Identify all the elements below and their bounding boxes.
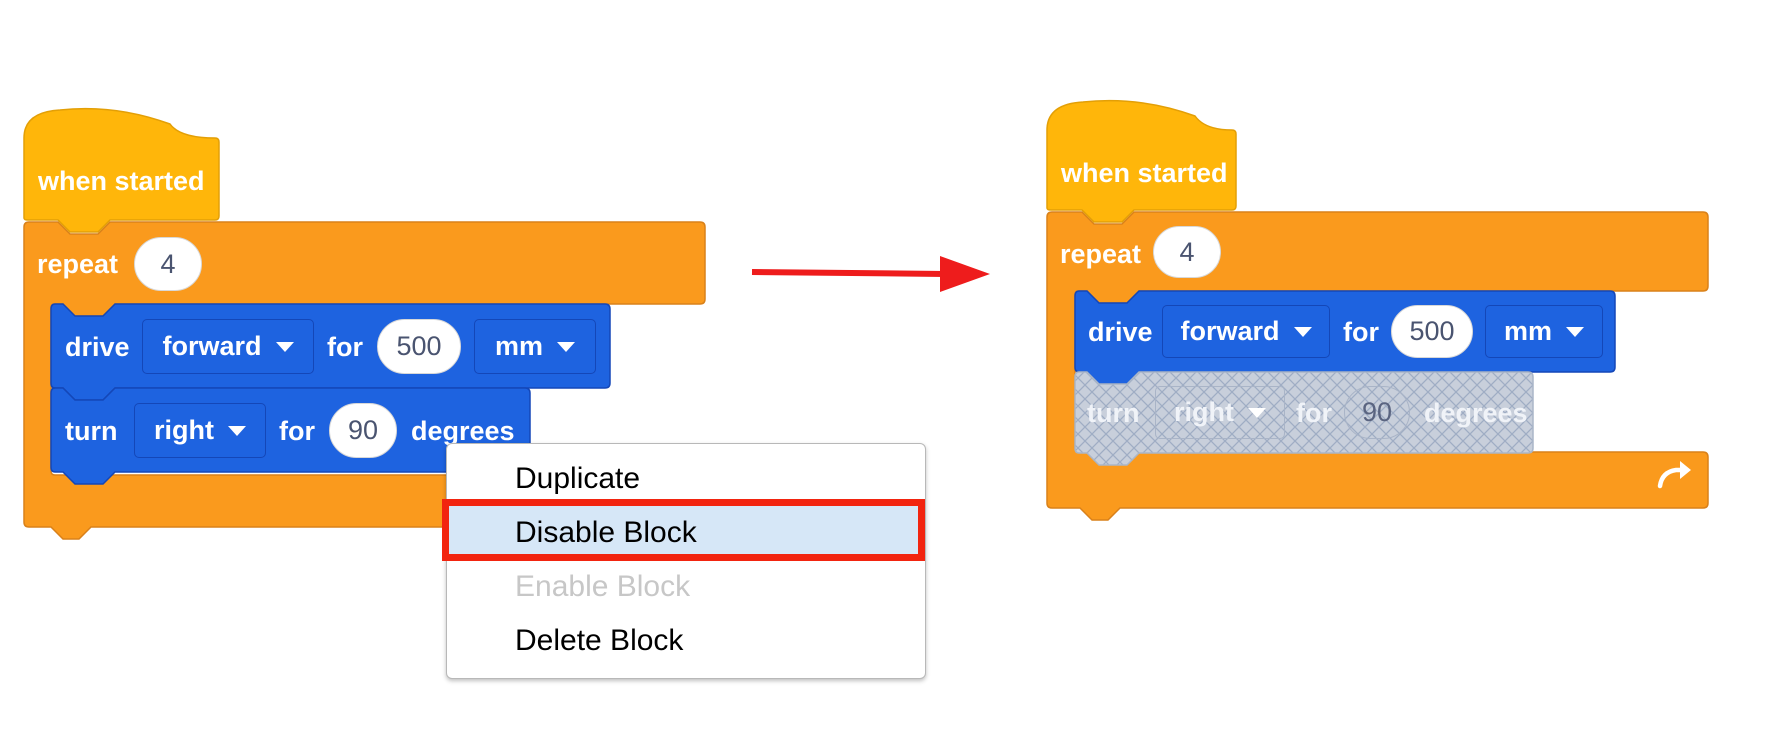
hat-block-left[interactable]: [23, 107, 220, 233]
for-label: for: [1296, 398, 1332, 428]
for-label: for: [327, 332, 363, 362]
for-label: for: [1343, 317, 1379, 347]
turn-block-right-disabled[interactable]: [1074, 371, 1534, 466]
caret-down-icon: [557, 341, 575, 352]
repeat-label: repeat: [1060, 239, 1142, 269]
hat-block-right[interactable]: [1046, 99, 1237, 223]
dropdown-value: right: [1174, 397, 1234, 427]
dropdown-value: mm: [1503, 316, 1552, 346]
drive-unit-dropdown[interactable]: mm: [1485, 305, 1603, 358]
drive-direction-dropdown[interactable]: forward: [1162, 305, 1330, 358]
drive-distance-input[interactable]: 500: [1391, 305, 1473, 358]
drive-unit-dropdown[interactable]: mm: [474, 319, 596, 374]
caret-down-icon: [275, 341, 294, 352]
repeat-count-input[interactable]: 4: [1153, 226, 1221, 278]
drive-direction-dropdown[interactable]: forward: [142, 319, 314, 374]
caret-down-icon: [1566, 326, 1584, 337]
hat-label: when started: [1061, 158, 1228, 188]
context-menu: Duplicate Disable Block Enable Block Del…: [446, 443, 926, 679]
drive-label: drive: [1088, 317, 1153, 347]
turn-angle-input[interactable]: 90: [329, 403, 397, 458]
turn-unit-label: degrees: [411, 416, 515, 446]
repeat-count-input[interactable]: 4: [134, 237, 202, 291]
dropdown-value: mm: [494, 331, 543, 361]
turn-direction-dropdown: right: [1155, 386, 1285, 439]
dropdown-value: forward: [1180, 316, 1280, 346]
turn-angle-input: 90: [1344, 386, 1410, 439]
for-label: for: [279, 416, 315, 446]
hat-label: when started: [38, 166, 205, 196]
caret-down-icon: [228, 425, 246, 436]
menu-item-enable-block: Enable Block: [515, 570, 691, 603]
caret-down-icon: [1293, 326, 1312, 337]
dropdown-value: forward: [162, 331, 262, 361]
turn-label: turn: [65, 416, 118, 446]
right-arrow-icon: [751, 256, 990, 292]
highlight-box: [442, 499, 925, 561]
loop-arrow-icon: [1657, 461, 1691, 489]
caret-down-icon: [1248, 407, 1266, 418]
dropdown-value: right: [154, 415, 214, 445]
drive-distance-input[interactable]: 500: [377, 319, 461, 374]
menu-item-delete-block[interactable]: Delete Block: [515, 624, 684, 657]
turn-direction-dropdown[interactable]: right: [134, 403, 266, 458]
repeat-block-left[interactable]: [23, 221, 706, 540]
turn-unit-label: degrees: [1424, 398, 1528, 428]
repeat-label: repeat: [37, 249, 119, 279]
drive-label: drive: [65, 332, 130, 362]
menu-item-disable-block[interactable]: Disable Block: [447, 506, 925, 560]
menu-item-duplicate[interactable]: Duplicate: [515, 462, 641, 495]
turn-label: turn: [1087, 398, 1140, 428]
